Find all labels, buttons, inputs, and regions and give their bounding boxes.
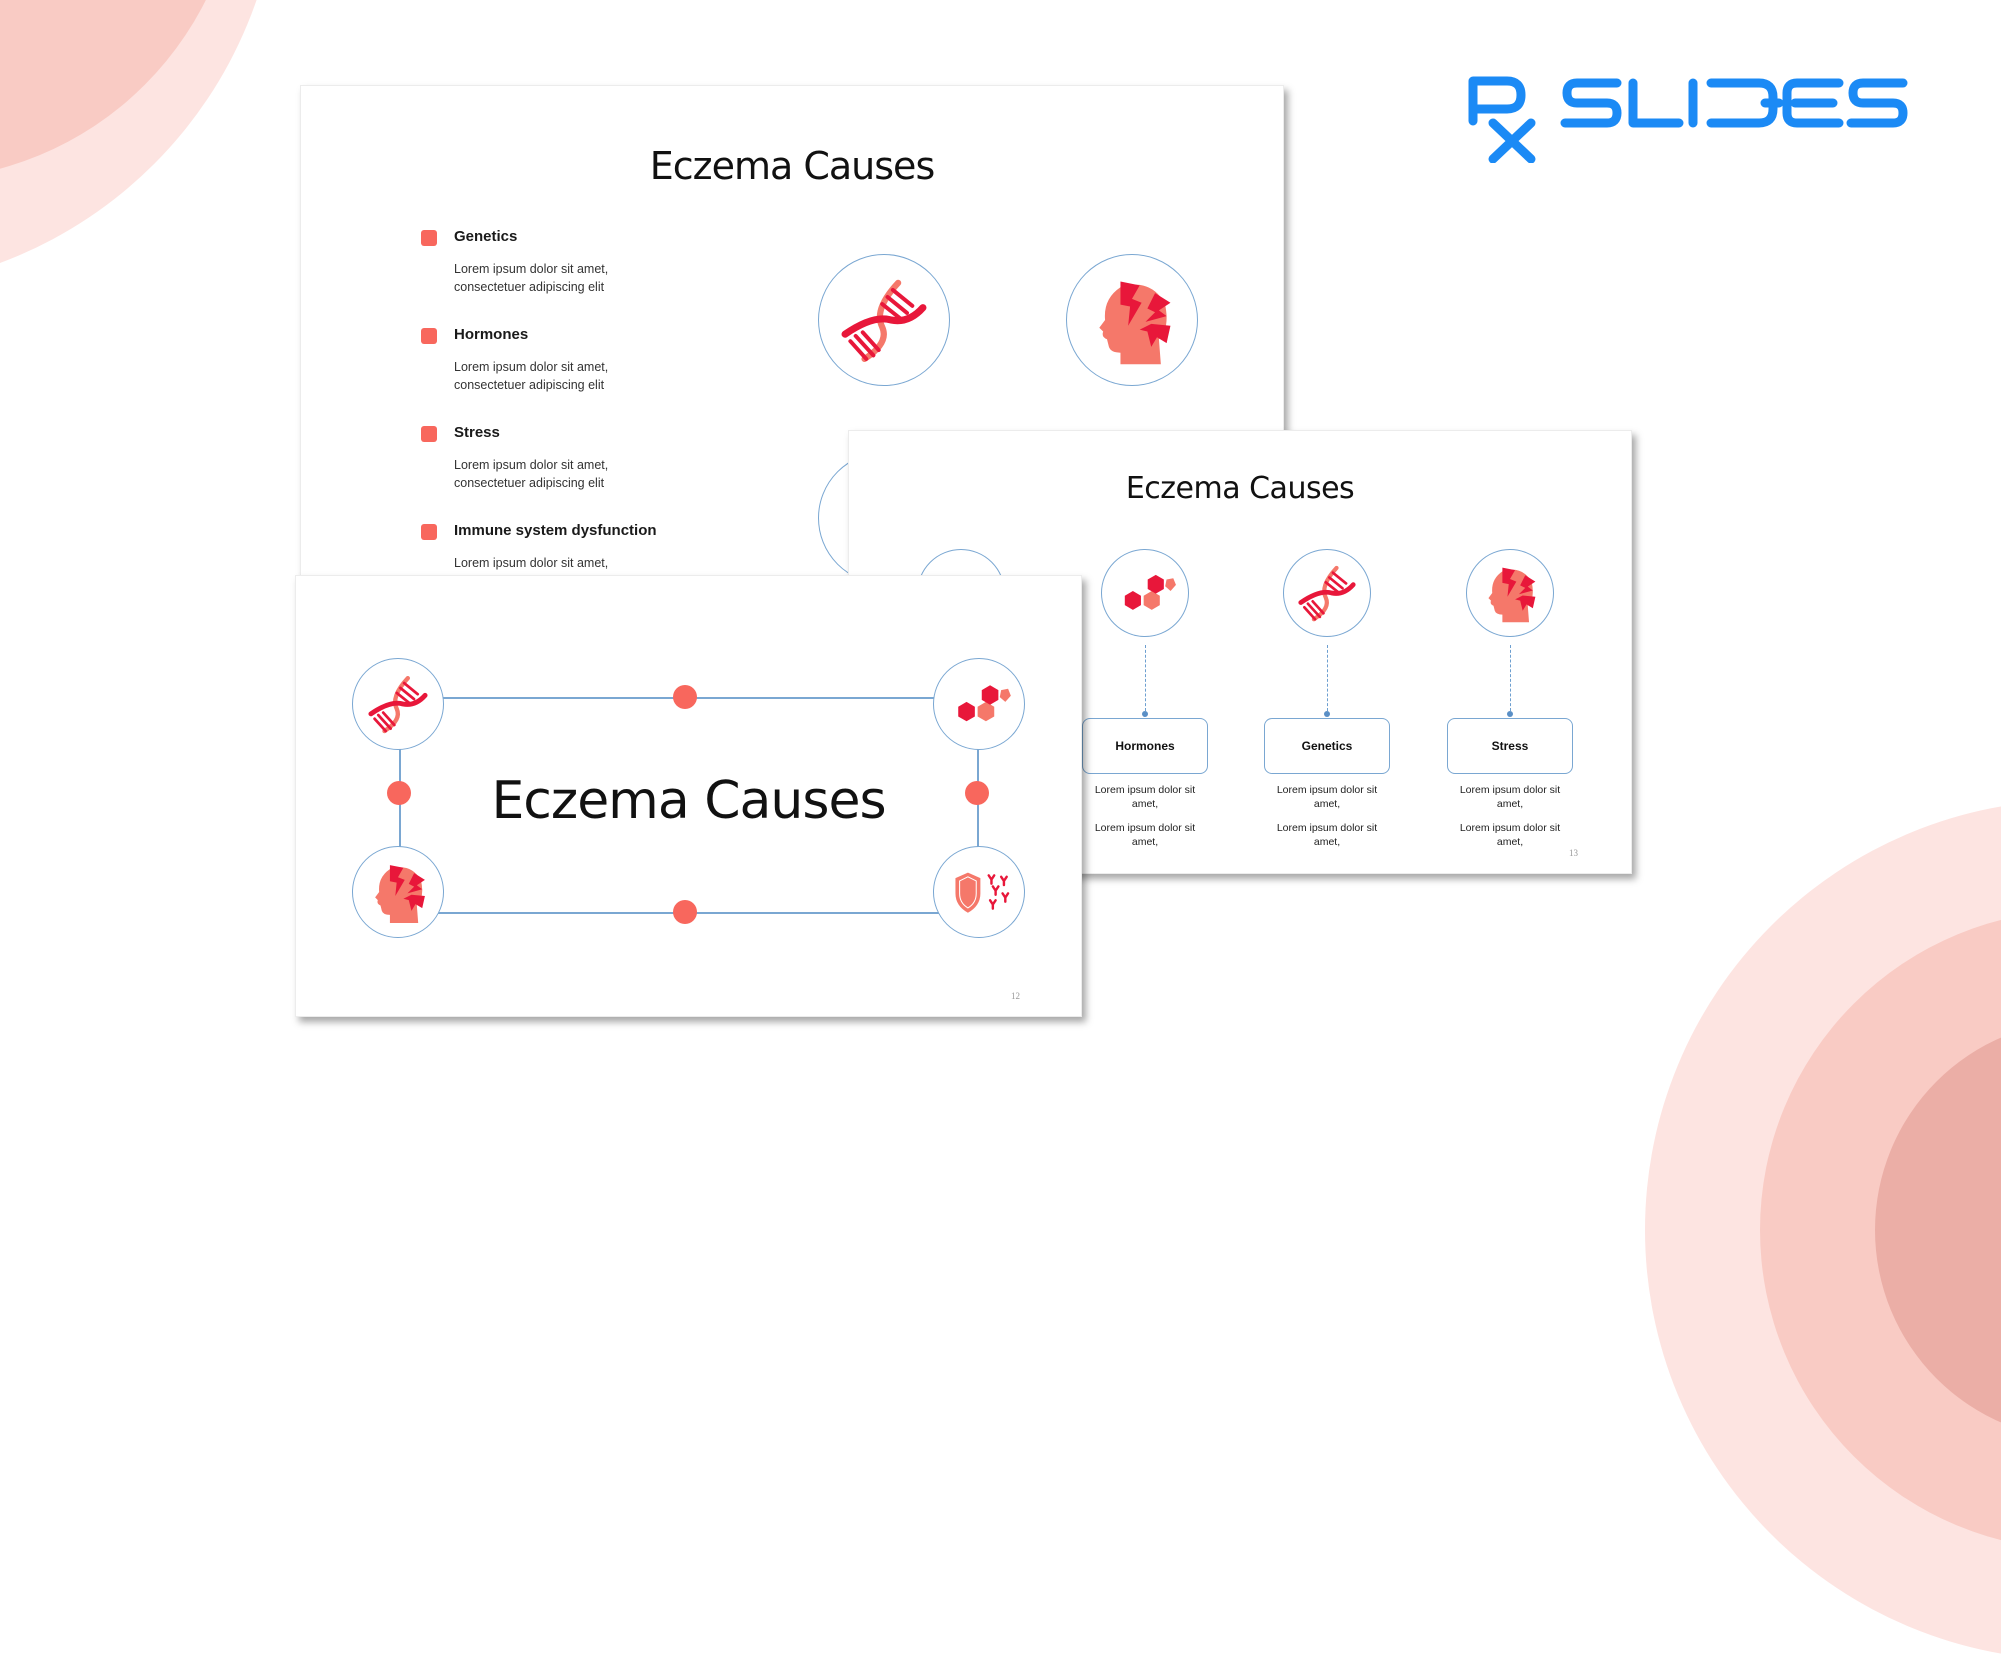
dna-icon (838, 274, 930, 366)
label-box-hormones: Hormones (1082, 718, 1208, 774)
dna-icon-circle (1283, 549, 1371, 637)
stressed-head-icon-circle (352, 846, 444, 938)
connector-dot (1324, 711, 1330, 717)
bullet-square-icon (421, 426, 437, 442)
bullet-body: Lorem ipsum dolor sit amet, consectetuer… (454, 360, 609, 392)
slide-title: Eczema Causes (1125, 471, 1355, 506)
hexagon-molecule-icon (958, 685, 1011, 722)
dna-icon (366, 672, 430, 736)
hexagon-molecule-icon (1124, 574, 1176, 610)
page-number: 12 (1011, 991, 1020, 1001)
stressed-head-icon (1099, 281, 1171, 365)
dna-icon (1296, 562, 1358, 624)
page-number: 13 (1569, 848, 1578, 858)
bullet-square-icon (421, 524, 437, 540)
frame-dot-top (673, 685, 697, 709)
hexagon-molecule-icon-circle (1101, 549, 1189, 637)
bullet-heading: Hormones (454, 326, 529, 343)
description-line: Lorem ipsum dolor sit amet, (1094, 822, 1196, 848)
slide-preview-title[interactable]: Eczema Causes 12 (295, 575, 1082, 1017)
label-description: Lorem ipsum dolor sit amet, Lorem ipsum … (1447, 783, 1573, 859)
frame-dot-right (965, 781, 989, 805)
stressed-head-icon-circle (1066, 254, 1198, 386)
label-box-stress: Stress (1447, 718, 1573, 774)
description-line: Lorem ipsum dolor sit amet, (1459, 784, 1561, 810)
dna-icon-circle (818, 254, 950, 386)
description-line: Lorem ipsum dolor sit amet, (1276, 784, 1378, 810)
rxslides-logo (1467, 75, 1909, 164)
bullet-heading: Immune system dysfunction (454, 522, 657, 539)
bullet-heading: Stress (454, 424, 500, 441)
stressed-head-icon (1488, 567, 1536, 623)
slide-title: Eczema Causes (649, 144, 936, 188)
bullet-square-icon (421, 328, 437, 344)
stressed-head-icon (375, 865, 425, 923)
dna-icon-circle (352, 658, 444, 750)
bullet-body: Lorem ipsum dolor sit amet, consectetuer… (454, 262, 609, 294)
hexagon-molecule-icon-circle (933, 658, 1025, 750)
label-description: Lorem ipsum dolor sit amet, Lorem ipsum … (1082, 783, 1208, 859)
slide-title: Eczema Causes (491, 771, 886, 831)
immune-shield-icon-circle (933, 846, 1025, 938)
bullet-body: Lorem ipsum dolor sit amet, consectetuer… (454, 458, 609, 490)
description-line: Lorem ipsum dolor sit amet, (1459, 822, 1561, 848)
stressed-head-icon-circle (1466, 549, 1554, 637)
label-box-genetics: Genetics (1264, 718, 1390, 774)
connector-dot (1142, 711, 1148, 717)
bullet-square-icon (421, 230, 437, 246)
frame-dot-left (387, 781, 411, 805)
connector-dashed-line (1327, 645, 1328, 711)
connector-dashed-line (1510, 645, 1511, 711)
connector-dashed-line (1145, 645, 1146, 711)
description-line: Lorem ipsum dolor sit amet, (1094, 784, 1196, 810)
bullet-heading: Genetics (454, 228, 518, 245)
label-description: Lorem ipsum dolor sit amet, Lorem ipsum … (1264, 783, 1390, 859)
description-line: Lorem ipsum dolor sit amet, (1276, 822, 1378, 848)
immune-shield-icon (954, 871, 1010, 914)
connector-dot (1507, 711, 1513, 717)
frame-dot-bottom (673, 900, 697, 924)
